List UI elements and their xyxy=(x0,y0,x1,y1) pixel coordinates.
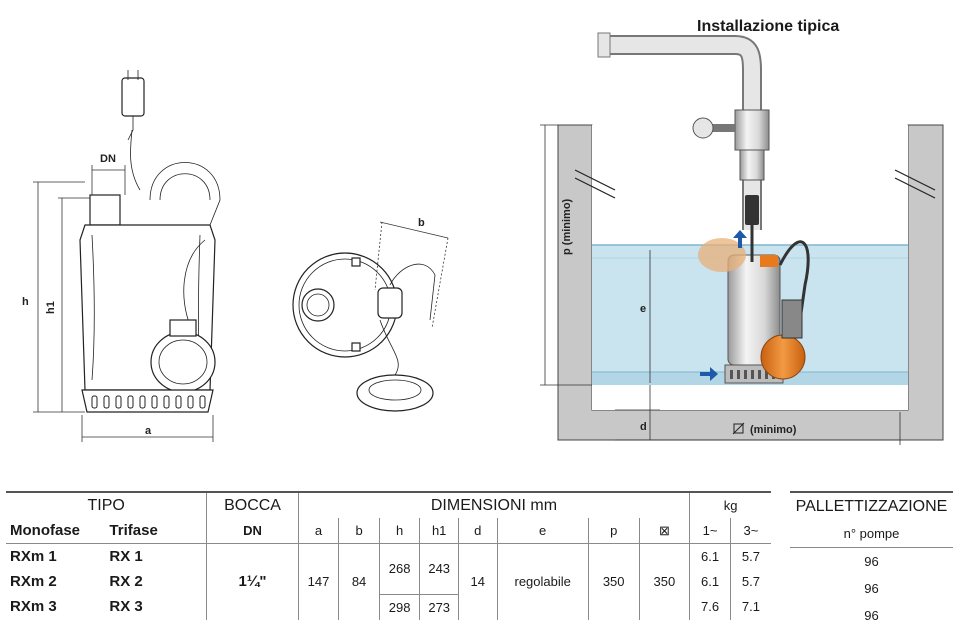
pallet-value: 96 xyxy=(864,581,879,596)
diameter-icon xyxy=(733,423,744,434)
table-row: RXm 3 RX 3 298 273 7.6 7.1 xyxy=(6,594,771,620)
row-kg3: 7.1 xyxy=(729,594,771,620)
h1-label: h1 xyxy=(45,301,57,314)
header-dn: DN xyxy=(206,518,299,544)
row-monofase: RXm 3 xyxy=(10,598,57,616)
header-col-h: h xyxy=(378,518,420,544)
header-tipo: TIPO xyxy=(6,491,207,518)
h-label: h xyxy=(22,296,29,308)
p-label: p (minimo) xyxy=(561,198,573,255)
cell-h-3: 298 xyxy=(378,594,420,620)
specifications-table: TIPO BOCCA DIMENSIONI mm kg Monofase Tri… xyxy=(6,491,771,620)
e-label: e xyxy=(640,303,646,315)
cell-h-12: 268 xyxy=(378,543,420,595)
pallet-value: 96 xyxy=(864,554,879,569)
header-col-d: d xyxy=(457,518,498,544)
pallet-subtitle: n° pompe xyxy=(790,520,953,548)
cell-b: 84 xyxy=(338,543,380,620)
header-kg: kg xyxy=(689,491,771,518)
pallet-value: 96 xyxy=(864,608,879,623)
header-col-diam: ⊠ xyxy=(638,518,690,544)
row-monofase: RXm 2 xyxy=(10,573,57,590)
header-trifase: Trifase xyxy=(105,518,207,544)
cell-a: 147 xyxy=(297,543,339,620)
b-label: b xyxy=(418,217,425,229)
pump-side-view: DN h h1 a xyxy=(22,70,221,442)
row-trifase: RX 3 xyxy=(109,598,143,616)
cell-h1-3: 273 xyxy=(419,594,459,620)
row-kg1: 7.6 xyxy=(689,594,731,620)
header-col-p: p xyxy=(587,518,640,544)
cell-d: 14 xyxy=(457,543,498,620)
header-bocca: BOCCA xyxy=(206,491,299,518)
header-col-b: b xyxy=(338,518,380,544)
header-dimensioni: DIMENSIONI mm xyxy=(297,491,690,518)
table-row: RXm 1 RX 1 1¼" 147 84 268 243 14 regolab… xyxy=(6,543,771,620)
cell-e: regolabile xyxy=(496,543,589,620)
table-row: RXm 2 RX 2 6.1 5.7 xyxy=(6,569,771,594)
cell-dn: 1¼" xyxy=(206,543,299,620)
d-label: d xyxy=(640,421,647,433)
header-col-a: a xyxy=(297,518,339,544)
pump-top-view: b xyxy=(292,217,449,412)
row-kg1: 6.1 xyxy=(689,543,731,569)
installation-title: Installazione tipica xyxy=(697,18,839,35)
row-kg1: 6.1 xyxy=(689,569,731,594)
technical-drawing: DN h h1 a b Installazione tipi xyxy=(22,18,944,445)
installation-diagram: Installazione tipica xyxy=(540,18,944,445)
row-trifase: RX 2 xyxy=(109,573,143,590)
header-col-e: e xyxy=(496,518,589,544)
header-monofase: Monofase xyxy=(6,518,106,544)
pallet-title: PALLETTIZZAZIONE xyxy=(790,491,953,520)
row-kg3: 5.7 xyxy=(729,543,771,569)
header-col-h1: h1 xyxy=(419,518,459,544)
header-kg-1: 1~ xyxy=(689,518,731,544)
row-kg3: 5.7 xyxy=(729,569,771,594)
cell-p: 350 xyxy=(587,543,640,620)
diameter-label: (minimo) xyxy=(750,424,797,436)
dn-label: DN xyxy=(100,153,116,165)
cell-diam: 350 xyxy=(638,543,690,620)
pallet-table: PALLETTIZZAZIONE n° pompe 96 96 96 xyxy=(790,491,953,629)
header-kg-3: 3~ xyxy=(729,518,771,544)
row-trifase: RX 1 xyxy=(109,548,143,565)
a-label: a xyxy=(145,425,152,437)
row-monofase: RXm 1 xyxy=(10,548,57,565)
cell-h1-12: 243 xyxy=(419,543,459,595)
